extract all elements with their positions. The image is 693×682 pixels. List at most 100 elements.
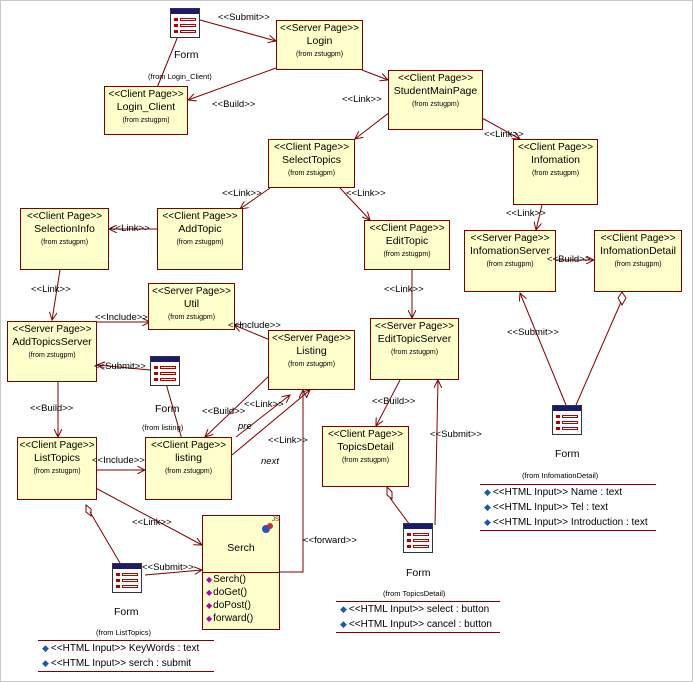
- list-topics-page[interactable]: <<Client Page>> ListTopics (from zstugpm…: [17, 437, 97, 500]
- page-name: listing: [175, 452, 202, 464]
- page-name: AddTopicsServer: [12, 336, 92, 348]
- edge-label-forward: <<forward>>: [303, 535, 357, 546]
- form-package: (from ListTopics): [96, 628, 152, 637]
- html-input-attribute: ◆<<HTML Input>> cancel : button: [340, 619, 492, 630]
- edge-label-link: <<Link>>: [506, 208, 546, 219]
- infomation-page[interactable]: <<Client Page>> Infomation (from zstugpm…: [513, 139, 598, 205]
- edge-submit-infoserver: [520, 293, 567, 406]
- form-name: Form: [555, 448, 580, 460]
- stereotype: <<Server Page>>: [470, 233, 550, 244]
- stereotype: <<Client Page>>: [369, 223, 445, 234]
- select-topics-page[interactable]: <<Client Page>> SelectTopics (from zstug…: [268, 139, 355, 188]
- form-icon[interactable]: [552, 405, 582, 435]
- package-label: (from zstugpm): [287, 170, 336, 177]
- edge-label-submit: <<Submit>>: [218, 12, 270, 23]
- selection-info-page[interactable]: <<Client Page>> SelectionInfo (from zstu…: [20, 208, 109, 270]
- attribute-icon: ◆: [42, 643, 49, 653]
- package-label: (from zstugpm): [122, 117, 170, 124]
- edge-label-link: <<Link>>: [31, 284, 71, 295]
- page-name: TopicsDetail: [337, 441, 394, 453]
- form-attributes: ◆<<HTML Input>> select : button ◆<<HTML …: [336, 601, 500, 633]
- edge-link-addtopic: [240, 187, 271, 209]
- page-name: AddTopic: [178, 223, 222, 235]
- edge-submit-login: [199, 19, 276, 41]
- edge-label-next: next: [261, 456, 279, 467]
- edge-label-link: <<Link>>: [244, 399, 284, 410]
- package-label: (from zstugpm): [176, 239, 224, 246]
- infomation-server-page[interactable]: <<Server Page>> InfomationServer (from z…: [464, 230, 556, 292]
- serch-class[interactable]: JS Serch ◆Serch() ◆doGet() ◆doPost() ◆fo…: [202, 515, 280, 630]
- edit-topic-server-page[interactable]: <<Server Page>> EditTopicServer (from zs…: [370, 318, 459, 380]
- form-name: Form: [174, 49, 199, 61]
- page-name: InfomationDetail: [600, 245, 676, 257]
- edge-label-link: <<Link>>: [222, 188, 262, 199]
- form-icon[interactable]: [112, 563, 142, 593]
- edge-label-include: <<Include>>: [228, 320, 281, 331]
- form-icon[interactable]: [170, 8, 200, 38]
- stereotype: <<Client Page>>: [517, 142, 594, 153]
- listing-client-page[interactable]: <<Client Page>> listing (from zstugpm): [145, 437, 232, 500]
- package-label: (from zstugpm): [167, 314, 216, 321]
- page-name: SelectionInfo: [34, 223, 95, 235]
- stereotype: <<Server Page>>: [12, 324, 92, 335]
- operation: ◆forward(): [206, 613, 254, 624]
- edge-link-infomation: [481, 117, 520, 139]
- student-main-page[interactable]: <<Client Page>> StudentMainPage (from zs…: [388, 70, 483, 130]
- form-package: (from Login_Client): [148, 72, 212, 81]
- add-topic-page[interactable]: <<Client Page>> AddTopic (from zstugpm): [157, 208, 243, 270]
- package-label: (from zstugpm): [411, 101, 460, 108]
- html-input-attribute: ◆<<HTML Input>> select : button: [340, 604, 490, 615]
- page-name: ListTopics: [33, 452, 81, 464]
- util-server-page[interactable]: <<Server Page>> Util (from zstugpm): [148, 283, 235, 330]
- package-label: (from zstugpm): [341, 457, 390, 464]
- stereotype: <<Client Page>>: [600, 233, 676, 244]
- edit-topic-page[interactable]: <<Client Page>> EditTopic (from zstugpm): [364, 220, 450, 270]
- login-client-page[interactable]: <<Client Page>> Login_Client (from zstug…: [104, 86, 188, 135]
- js-icon: [261, 520, 275, 534]
- stereotype: <<Client Page>>: [150, 440, 227, 451]
- package-label: (from zstugpm): [33, 468, 81, 475]
- attribute-icon: ◆: [484, 517, 491, 527]
- stereotype: <<Server Page>>: [152, 286, 231, 297]
- stereotype: <<Client Page>>: [327, 429, 404, 440]
- edge-forward-listing: [280, 390, 303, 573]
- edge-label-include: <<Include>>: [95, 312, 148, 323]
- edge-label-link: <<Link>>: [346, 188, 386, 199]
- edge-label-link: <<Link>>: [384, 284, 424, 295]
- page-name: Login: [306, 35, 333, 47]
- package-label: (from zstugpm): [287, 361, 336, 368]
- attribute-icon: ◆: [484, 502, 491, 512]
- stereotype: <<Server Page>>: [375, 321, 454, 332]
- edge-label-submit: <<Submit>>: [430, 429, 482, 440]
- edge-link-next: [231, 390, 310, 456]
- add-topics-server-page[interactable]: <<Server Page>> AddTopicsServer (from zs…: [7, 321, 97, 382]
- form-package: (from InfomationDetail): [522, 471, 599, 480]
- topics-detail-page[interactable]: <<Client Page>> TopicsDetail (from zstug…: [322, 426, 409, 487]
- infomation-detail-page[interactable]: <<Client Page>> InfomationDetail (from z…: [594, 230, 682, 292]
- form-icon[interactable]: [150, 356, 180, 386]
- html-input-attribute: ◆<<HTML Input>> Name : text: [484, 487, 623, 498]
- package-label: (from zstugpm): [614, 261, 662, 268]
- package-label: (from zstugpm): [531, 170, 580, 177]
- login-server-page[interactable]: <<Server Page>> Login (from zstugpm): [276, 20, 363, 70]
- js-badge: JS: [271, 517, 279, 523]
- package-label: (from zstugpm): [164, 468, 213, 475]
- attribute-icon: ◆: [340, 619, 347, 629]
- package-label: (from zstugpm): [486, 261, 534, 268]
- page-name: InfomationServer: [470, 245, 550, 257]
- edge-label-include: <<Include>>: [92, 455, 145, 466]
- page-name: Login_Client: [116, 101, 176, 113]
- edge-label-submit: <<Submit>>: [507, 327, 559, 338]
- page-name: StudentMainPage: [393, 85, 478, 97]
- html-input-attribute: ◆<<HTML Input>> Introduction : text: [484, 517, 648, 528]
- edge-label-build: <<Build>>: [30, 403, 74, 414]
- form-icon[interactable]: [403, 523, 433, 553]
- html-input-attribute: ◆<<HTML Input>> KeyWords : text: [42, 643, 200, 654]
- edge-link-infomationserver: [536, 204, 543, 230]
- html-input-attribute: ◆<<HTML Input>> serch : submit: [42, 658, 192, 669]
- page-name: Util: [183, 298, 200, 310]
- edge-label-link: <<Link>>: [132, 517, 172, 528]
- form-attributes: ◆<<HTML Input>> KeyWords : text ◆<<HTML …: [38, 640, 214, 672]
- listing-server-page[interactable]: <<Server Page>> Listing (from zstugpm): [268, 330, 355, 390]
